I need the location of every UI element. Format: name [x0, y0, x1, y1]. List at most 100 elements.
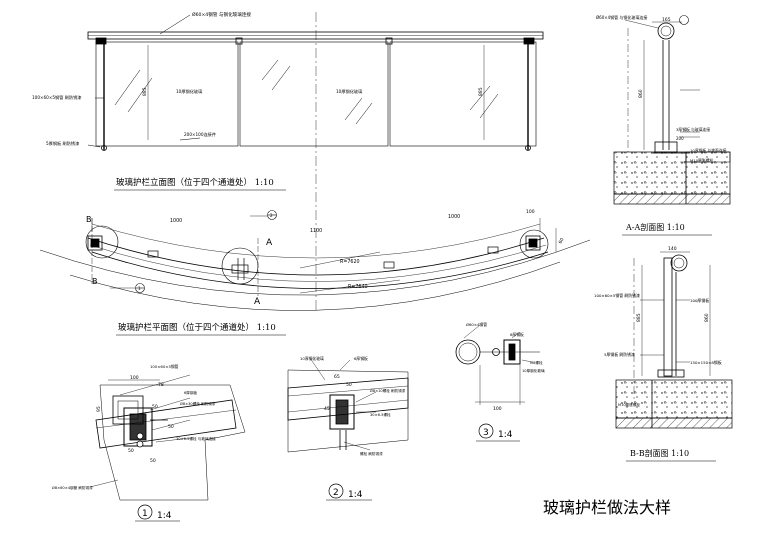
label-aa-base: 10厚钢板 与地面连接: [690, 148, 727, 153]
section-bb-title: B-B剖面图 1:10: [630, 448, 689, 458]
plan-labels: 1000 1100 1000 R=7620 R=7640 100 60 A A …: [86, 209, 566, 336]
detail-1-scale: 1:4: [157, 511, 172, 521]
callout-circle-1: [85, 225, 119, 259]
label-bb-plate: 100厚钢板: [690, 298, 709, 303]
glass-reflection-marks: [114, 59, 499, 125]
plan-base-arc: [39, 239, 591, 296]
plan-rail-inner: [91, 251, 549, 289]
dim-d2-c: 45: [324, 406, 330, 412]
section-bb: [615, 251, 733, 429]
label-glass: 10厚钢化玻璃: [176, 88, 202, 95]
detail-2-labels: 10厚钢化玻璃 6厚钢板 65 50 45 Ø8×10螺栓 刷防锈漆 30×6-…: [300, 356, 406, 501]
dim-height-left: 885: [142, 87, 148, 96]
label-glass: 10厚钢化玻璃: [336, 88, 362, 95]
dim-aa-height: 860: [638, 89, 644, 98]
plan-base-arc: [69, 261, 561, 311]
dim-d3-w: 100: [493, 406, 502, 412]
dim-mid: 1100: [310, 228, 322, 234]
label-clip: 200×100连接件: [184, 131, 216, 138]
dim-gap: 60: [558, 237, 566, 245]
label-left-post: 100×60×5钢管 刷防锈漆: [32, 94, 81, 101]
plan-post: [87, 235, 103, 251]
section-marker-a-top: A: [266, 238, 273, 248]
section-marker-a-bottom: A: [254, 297, 261, 307]
plan-clamp: [147, 246, 499, 280]
section-marker-b-top: B: [86, 215, 92, 224]
dim-seg-right: 1000: [448, 214, 460, 220]
label-d3-glass: 10厚钢化玻璃: [522, 368, 545, 373]
elevation-glass-pane: [239, 41, 389, 147]
sheet-title: 玻璃护栏做法大样: [543, 498, 671, 517]
plan-post: [525, 235, 541, 251]
detail-3-clamp: [503, 339, 521, 365]
label-bb-anchor: M10膨胀螺栓: [618, 402, 640, 407]
label-d1-tube: 100×60×5钢管: [150, 364, 179, 369]
dim-d1-e: 50: [168, 424, 174, 430]
dim-d1-c: 95: [96, 406, 102, 412]
detail-2-scale: 1:4: [348, 490, 363, 500]
label-aa-clip: 3厚钢板 与玻璃连接: [676, 127, 710, 132]
dim-r-inner: R=7620: [340, 259, 360, 265]
label-d3-plate: 6厚钢板: [510, 332, 524, 337]
plan-view: [39, 210, 591, 311]
elevation-glass-pane: [95, 41, 239, 147]
dim-d1-d: 50: [152, 404, 158, 410]
dim-d1-f: 50: [128, 448, 134, 454]
label-d1-bottom: Ø8×60×4钢管 刷防锈漆: [52, 485, 93, 490]
label-d2-plate: 6厚钢板: [354, 356, 368, 361]
label-aa-bolt: M10膨胀螺栓: [690, 158, 713, 163]
section-aa-slab: [613, 151, 731, 195]
dim-d1-a: 100: [130, 375, 139, 381]
detail-1-tube: [112, 395, 144, 425]
dim-width: 100: [526, 209, 535, 215]
label-bb-plate-low: 5厚钢板 刷防锈漆: [604, 352, 635, 357]
elevation-labels: Ø60×4钢管 与钢化玻璃连接 100×60×5钢管 刷防锈漆 10厚钢化玻璃 …: [32, 11, 484, 191]
dim-r-outer: R=7640: [348, 284, 368, 290]
dim-d1-g: 50: [150, 458, 156, 464]
plan-rail-glass: [89, 244, 547, 282]
label-d1-bolt1: Ø8×30螺栓 刷防锈漆: [180, 401, 216, 406]
callout-circle-3: [519, 229, 549, 259]
label-d2-bolt1: Ø8×10螺栓 刷防锈漆: [370, 388, 406, 393]
dim-d1-b: 78: [158, 382, 164, 388]
section-aa-title: A-A剖面图 1:10: [625, 222, 685, 232]
detail-3: [455, 324, 540, 405]
elevation-view: [87, 12, 544, 312]
detail-1-labels: 100×60×5钢管 100 78 95 50 50 50 50 6厚钢板 Ø8…: [52, 364, 216, 522]
section-bb-top-rail: [670, 254, 688, 272]
dim-bb-top: 140: [668, 246, 677, 252]
dim-aa-base: 200: [676, 136, 684, 141]
detail-1-number: 1: [142, 509, 148, 519]
section-bb-post: [663, 257, 673, 377]
plan-rail-outer: [87, 237, 545, 276]
detail-3-scale: 1:4: [498, 430, 513, 440]
section-aa-top-rail: [657, 22, 675, 40]
label-anchor: 5厚钢板 刷防锈漆: [46, 140, 79, 147]
section-bb-slab: [615, 379, 733, 419]
elevation-title: 玻璃护栏立面图（位于四个通道处） 1:10: [116, 177, 274, 188]
dim-aa-top: 165: [662, 17, 671, 23]
callout-circle-2: [221, 247, 259, 285]
label-d1-bolt2: 30×6-5螺栓 与玻璃连接: [176, 436, 216, 441]
label-d3-tube: Ø60×4钢管: [466, 322, 487, 327]
detail-2: [287, 357, 409, 453]
label-bb-post: 100×60×5钢管 刷防锈漆: [594, 293, 640, 298]
dim-seg-left: 1000: [170, 218, 182, 224]
label-d3-bolt: M8螺栓: [530, 360, 543, 365]
section-marker-b-bottom: B: [92, 277, 98, 286]
elevation-glass-pane: [389, 41, 537, 147]
label-d1-plate: 6厚钢板: [184, 390, 197, 395]
dim-bb-height-right: 860: [704, 313, 710, 322]
dim-bb-height-left: 885: [636, 313, 642, 322]
detail-3-labels: Ø60×4钢管 6厚钢板 M8螺栓 10厚钢化玻璃 100 3 1:4: [466, 322, 545, 442]
section-aa: [613, 15, 731, 205]
label-d2-bolt2: 30×6-5螺栓: [370, 412, 391, 417]
detail-1: [89, 374, 246, 501]
detail-3-number: 3: [483, 428, 489, 438]
label-d2-glass: 10厚钢化玻璃: [300, 356, 324, 361]
callout-ref: 2: [270, 213, 273, 218]
label-top-rail: Ø60×4钢管 与钢化玻璃连接: [192, 11, 251, 18]
detail-2-number: 2: [333, 488, 339, 498]
callout-ref: 1: [138, 286, 141, 291]
